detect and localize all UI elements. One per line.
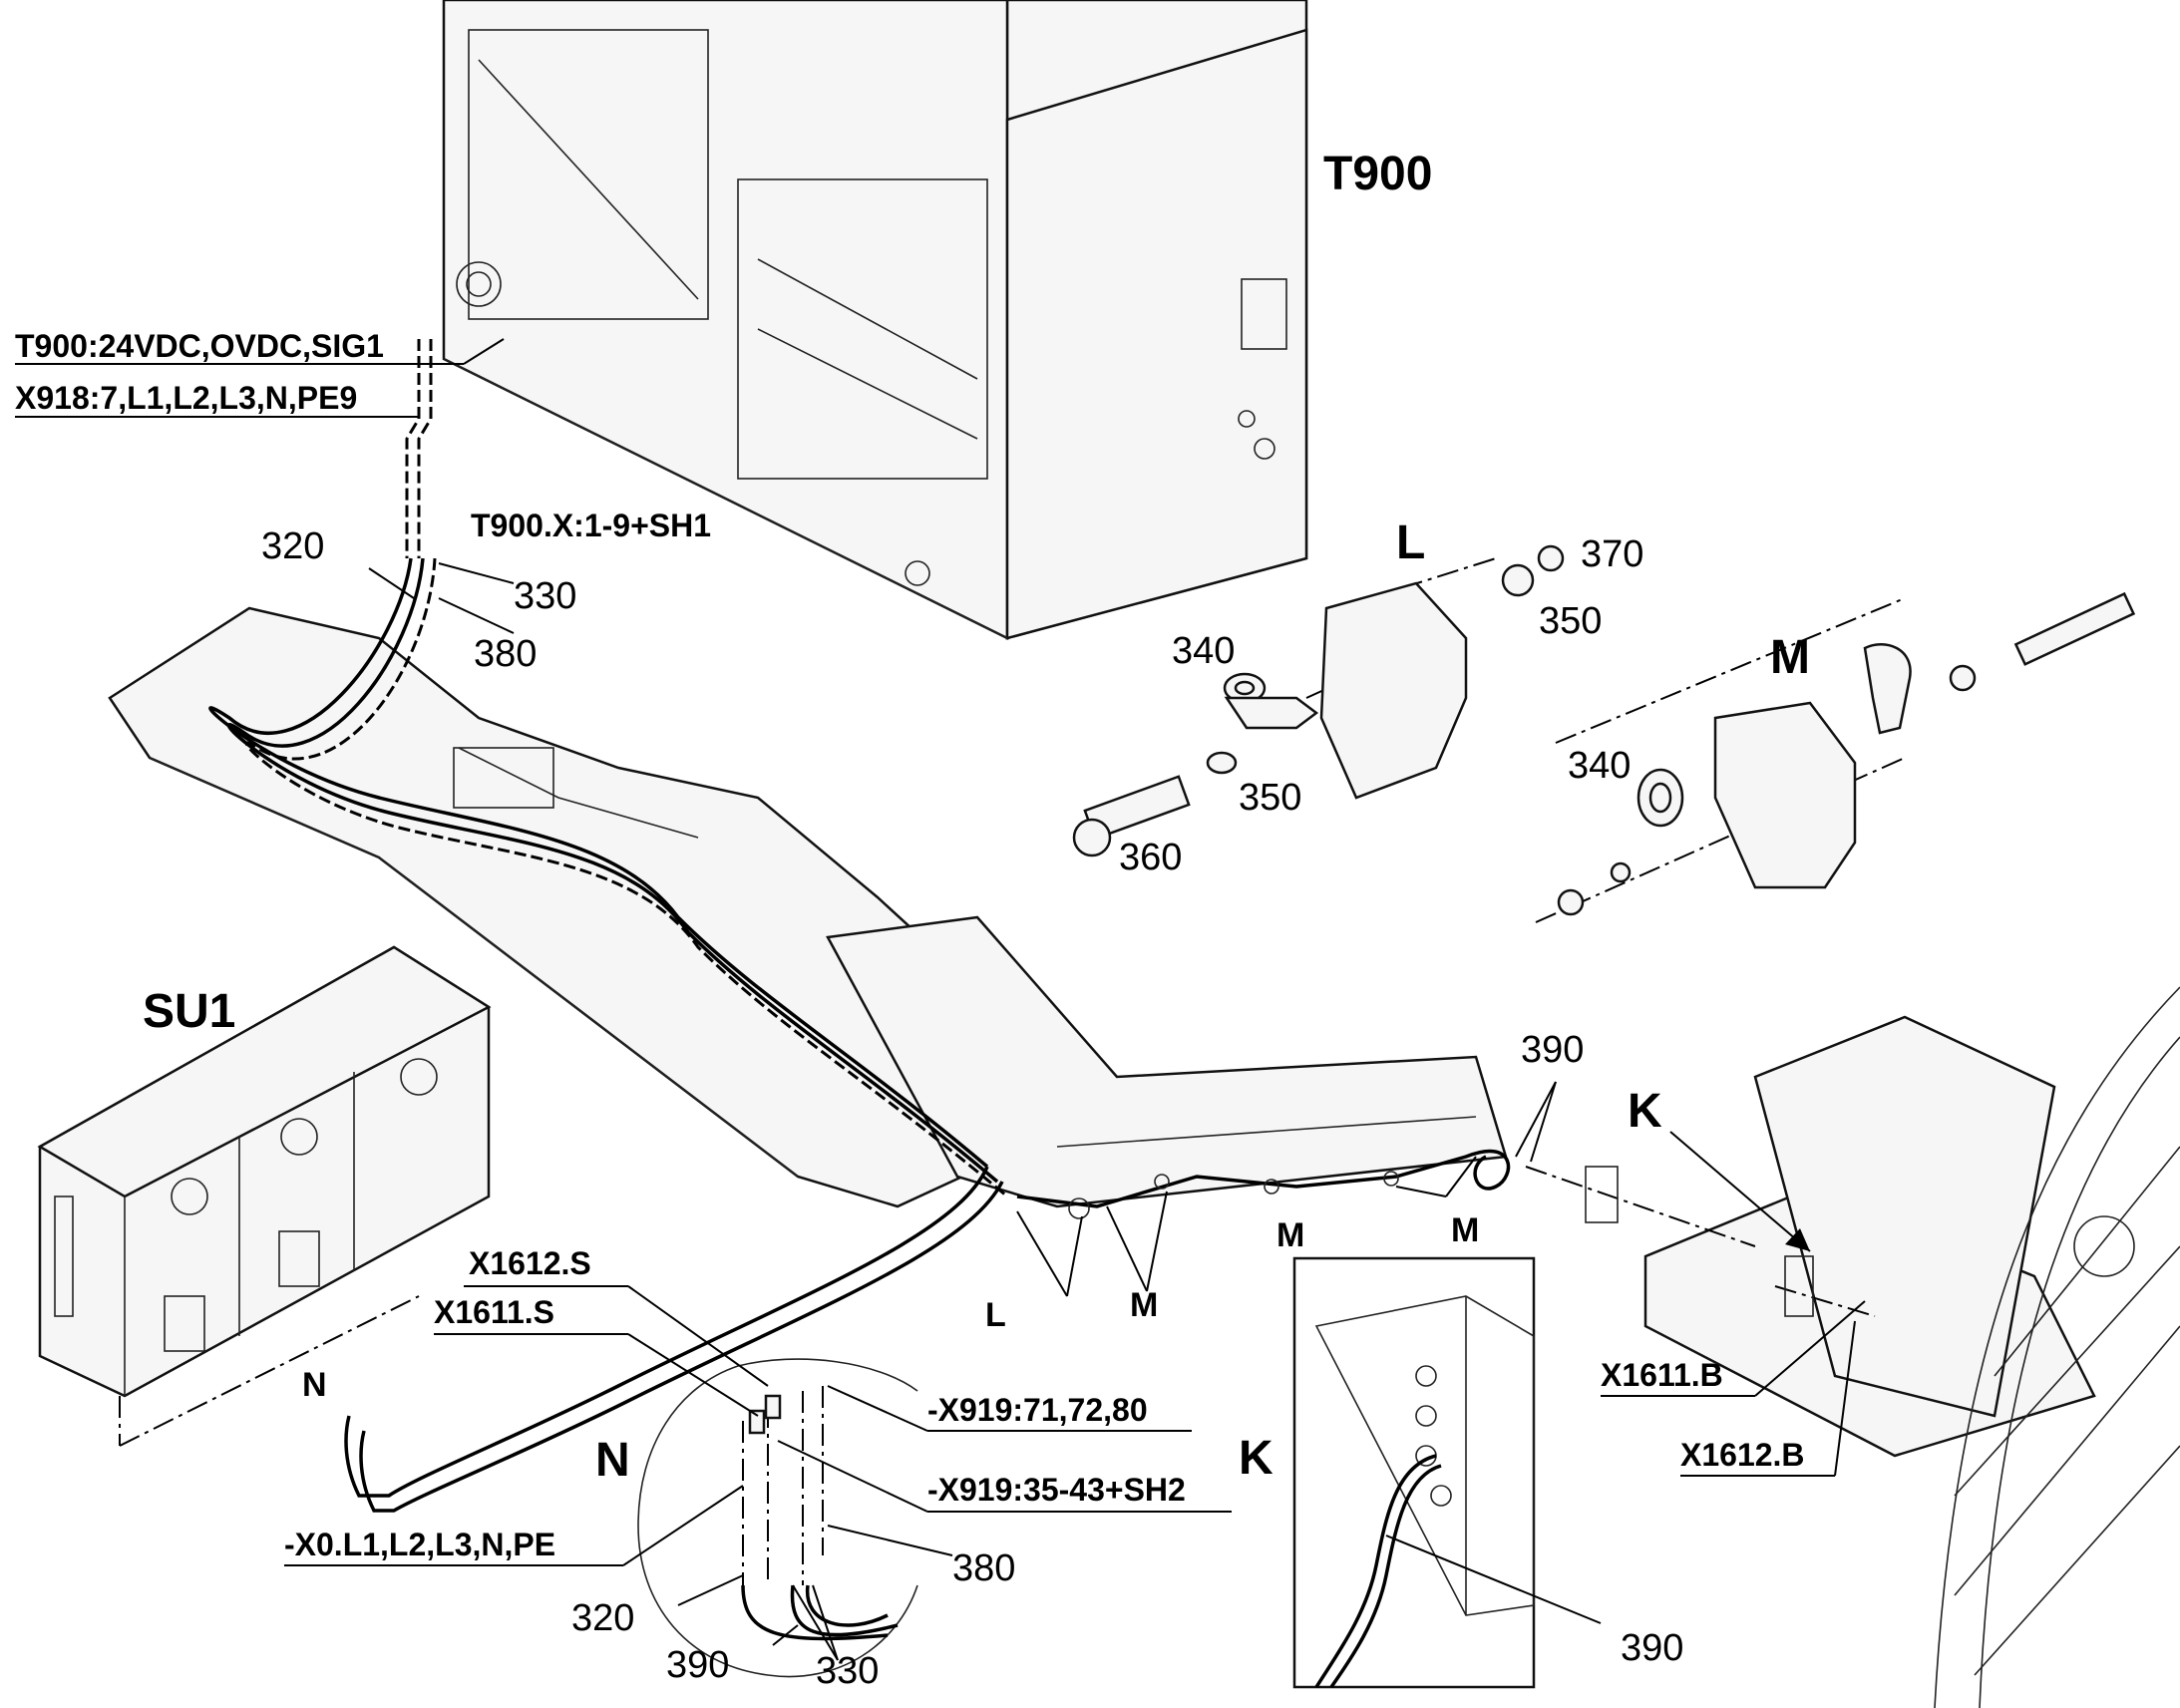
detail-label-k: K xyxy=(1239,1432,1273,1485)
label-su1: SU1 xyxy=(143,985,235,1038)
t900-cabinet xyxy=(442,0,1308,641)
mark-m3: M xyxy=(1451,1211,1479,1249)
label-x919-a: -X919:71,72,80 xyxy=(927,1392,1148,1428)
part-330-top: 330 xyxy=(514,575,576,617)
part-340-a: 340 xyxy=(1172,630,1235,672)
label-x918: X918:7,L1,L2,L3,N,PE9 xyxy=(15,380,357,416)
part-350-b: 350 xyxy=(1239,777,1301,819)
detail-label-m: M xyxy=(1770,631,1810,684)
part-390-k: 390 xyxy=(1621,1627,1683,1669)
labels: T900 SU1 T900:24VDC,OVDC,SIG1 X918:7,L1,… xyxy=(15,148,1810,1692)
part-390-top: 390 xyxy=(1521,1029,1584,1071)
label-x1612-b: X1612.B xyxy=(1680,1437,1805,1473)
part-370: 370 xyxy=(1581,533,1643,575)
detail-label-n: N xyxy=(595,1434,630,1487)
part-360: 360 xyxy=(1119,837,1182,878)
detail-label-l: L xyxy=(1396,516,1425,569)
part-380-top: 380 xyxy=(474,633,537,675)
cable-harness xyxy=(208,339,1511,1513)
drum-assembly xyxy=(1643,986,2180,1708)
label-x1611-b: X1611.B xyxy=(1601,1357,1723,1393)
detail-k-box xyxy=(1292,1256,1536,1689)
part-340-b: 340 xyxy=(1568,745,1631,787)
part-320-n: 320 xyxy=(571,1597,634,1639)
detail-m-clamp-assembly xyxy=(1557,591,2136,916)
su1-unit xyxy=(37,945,492,1398)
mark-m2: M xyxy=(1276,1216,1304,1254)
reference-lines xyxy=(119,557,1906,1585)
label-t900: T900 xyxy=(1323,148,1432,200)
mark-n: N xyxy=(302,1366,327,1404)
label-x1612-s: X1612.S xyxy=(469,1245,591,1281)
label-x0: -X0.L1,L2,L3,N,PE xyxy=(284,1527,555,1562)
label-x1611-s: X1611.S xyxy=(434,1294,554,1330)
label-t900-connector: T900:24VDC,OVDC,SIG1 xyxy=(15,328,384,364)
part-350-a: 350 xyxy=(1539,600,1602,642)
detail-n-circle xyxy=(637,1358,918,1678)
mark-l: L xyxy=(985,1296,1006,1334)
part-330-n: 330 xyxy=(816,1650,879,1692)
part-390-n: 390 xyxy=(666,1644,729,1686)
mark-k: K xyxy=(1628,1085,1662,1138)
mark-m1: M xyxy=(1130,1286,1158,1324)
part-320-top: 320 xyxy=(261,525,324,567)
leader-lines xyxy=(15,338,1866,1661)
label-t900-x: T900.X:1-9+SH1 xyxy=(471,508,711,543)
detail-l-clamp-assembly xyxy=(1072,544,1565,857)
part-380-n: 380 xyxy=(952,1547,1015,1589)
label-x919-b: -X919:35-43+SH2 xyxy=(927,1472,1186,1508)
